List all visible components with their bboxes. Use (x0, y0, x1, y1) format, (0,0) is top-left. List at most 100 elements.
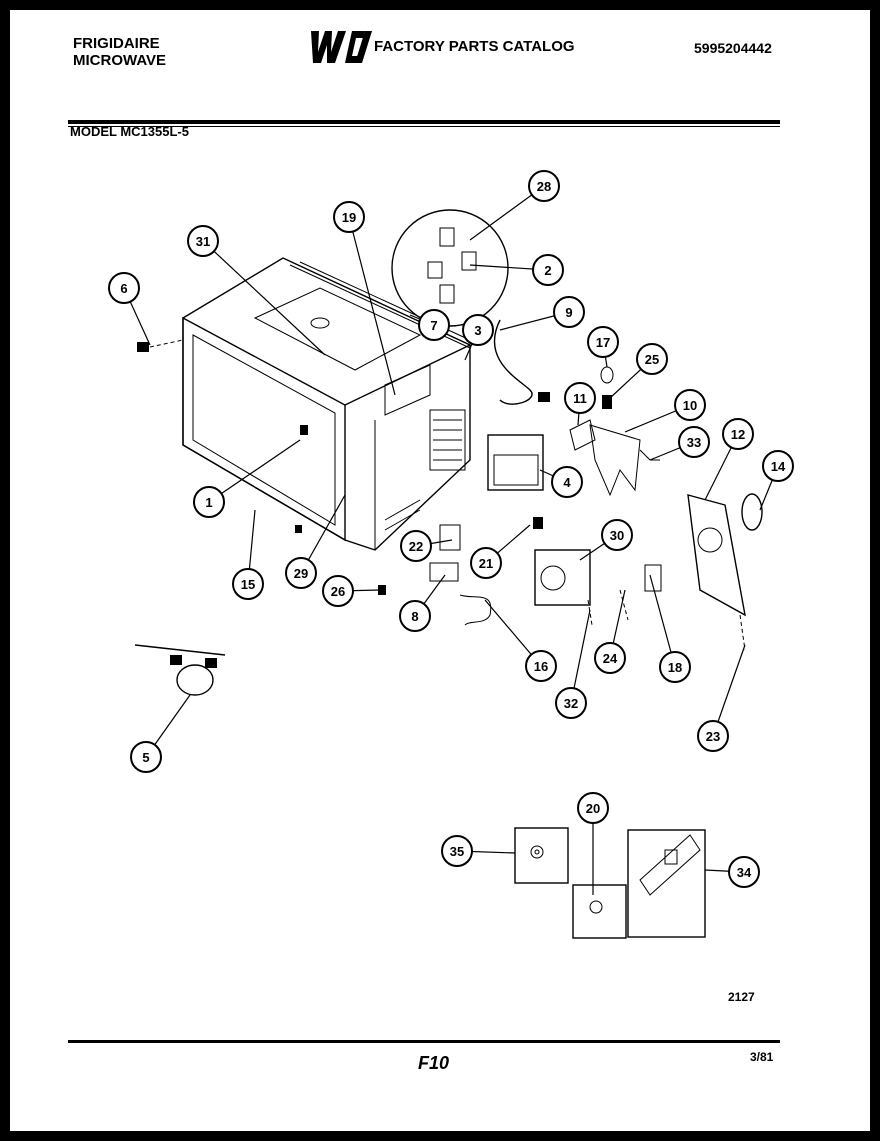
callout-18: 18 (659, 651, 691, 683)
callout-number: 28 (537, 179, 551, 194)
callout-32: 32 (555, 687, 587, 719)
callout-number: 4 (563, 475, 571, 490)
callout-number: 21 (479, 556, 493, 571)
callout-circle (193, 486, 225, 518)
callout-20: 20 (577, 792, 609, 824)
callout-circle (130, 741, 162, 773)
callout-23: 23 (697, 720, 729, 752)
callout-4: 4 (551, 466, 583, 498)
callout-9: 9 (553, 296, 585, 328)
oven-cavity-drawing (182, 257, 471, 551)
callout-number: 33 (687, 435, 701, 450)
callout-circle (551, 466, 583, 498)
callout-circle (232, 568, 264, 600)
callout-1: 1 (193, 486, 225, 518)
callout-12: 12 (722, 418, 754, 450)
callout-leader-lines (123, 185, 779, 895)
callout-circle (601, 519, 633, 551)
callout-circle (697, 720, 729, 752)
footer-rule (68, 1040, 780, 1043)
callout-circle (553, 296, 585, 328)
callout-number: 19 (342, 210, 356, 225)
callout-number: 9 (565, 305, 572, 320)
callout-circle (564, 382, 596, 414)
callout-circle (674, 389, 706, 421)
callout-10: 10 (674, 389, 706, 421)
component-drawings (134, 319, 763, 696)
callout-number: 32 (564, 696, 578, 711)
callout-number: 22 (409, 539, 423, 554)
callout-circle (532, 254, 564, 286)
callout-number: 6 (120, 281, 127, 296)
callout-number: 5 (142, 750, 149, 765)
page-code: F10 (418, 1053, 450, 1073)
callout-circle (187, 225, 219, 257)
callout-25: 25 (636, 343, 668, 375)
callout-circle (418, 309, 450, 341)
callout-3: 3 (462, 314, 494, 346)
header-rule-thick (68, 120, 780, 124)
callout-number: 7 (430, 318, 437, 333)
model-label: MODEL MC1355L-5 (70, 124, 189, 139)
callout-circle (470, 547, 502, 579)
callout-circle (441, 835, 473, 867)
revision-date: 3/81 (750, 1050, 774, 1064)
callout-number: 10 (683, 398, 697, 413)
brand-block: FRIGIDAIRE MICROWAVE (73, 35, 166, 69)
callout-circle (722, 418, 754, 450)
brand-line-2: MICROWAVE (73, 52, 167, 69)
callout-19: 19 (333, 201, 365, 233)
interlock-switch-detail (391, 209, 509, 327)
callout-14: 14 (762, 450, 794, 482)
callout-5: 5 (130, 741, 162, 773)
parts-catalog-sheet (10, 10, 870, 1131)
callout-35: 35 (441, 835, 473, 867)
callout-28: 28 (528, 170, 560, 202)
callout-2: 2 (532, 254, 564, 286)
callout-circle (555, 687, 587, 719)
callout-circle (333, 201, 365, 233)
catalog-number: 5995204442 (694, 40, 772, 56)
callout-26: 26 (322, 575, 354, 607)
callout-circle (659, 651, 691, 683)
callout-circle (525, 650, 557, 682)
callout-number: 24 (603, 651, 618, 666)
brand-line-1: FRIGIDAIRE (73, 35, 160, 52)
callout-number: 35 (450, 844, 464, 859)
leader-line-1 (208, 439, 301, 503)
callout-17: 17 (587, 326, 619, 358)
callout-circle (728, 856, 760, 888)
callout-circle (400, 530, 432, 562)
callout-number: 26 (331, 584, 345, 599)
callout-30: 30 (601, 519, 633, 551)
callout-11: 11 (564, 382, 596, 414)
callout-number: 14 (771, 459, 786, 474)
callout-number: 31 (196, 234, 210, 249)
callout-33: 33 (678, 426, 710, 458)
callout-circle (678, 426, 710, 458)
callout-circle (322, 575, 354, 607)
leader-line-31 (202, 240, 326, 356)
callout-circle (762, 450, 794, 482)
callout-circle (108, 272, 140, 304)
callout-number: 16 (534, 659, 548, 674)
callout-34: 34 (728, 856, 760, 888)
callout-circle (462, 314, 494, 346)
callout-29: 29 (285, 557, 317, 589)
leader-line-19 (348, 216, 396, 396)
leader-line-23 (712, 644, 746, 737)
callout-circle (285, 557, 317, 589)
callout-15: 15 (232, 568, 264, 600)
diagram-code: 2127 (728, 990, 755, 1004)
catalog-title: FACTORY PARTS CATALOG (374, 38, 575, 55)
callout-number: 23 (706, 729, 720, 744)
callout-number: 11 (573, 391, 587, 406)
inset-boxes (514, 827, 706, 939)
callout-number: 34 (737, 865, 752, 880)
callout-number: 20 (586, 801, 600, 816)
callout-24: 24 (594, 642, 626, 674)
callout-16: 16 (525, 650, 557, 682)
callout-8: 8 (399, 600, 431, 632)
callout-31: 31 (187, 225, 219, 257)
